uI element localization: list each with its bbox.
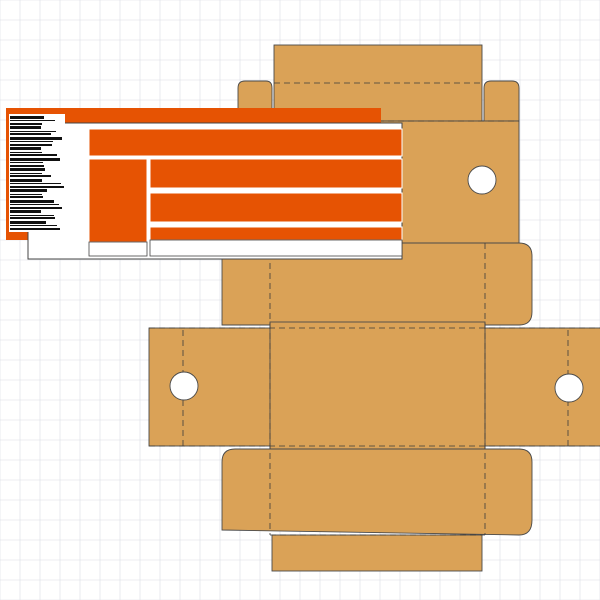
barcode-bar bbox=[10, 217, 55, 219]
barcode-bar bbox=[10, 189, 47, 192]
barcode-bar bbox=[10, 120, 55, 121]
barcode-bar bbox=[10, 210, 41, 213]
barcode-bar bbox=[10, 144, 52, 146]
barcode-bar bbox=[10, 183, 61, 184]
label-field-row-2 bbox=[149, 192, 403, 223]
barcode-bar bbox=[10, 131, 56, 132]
barcode-bar bbox=[10, 152, 42, 153]
barcode-icon bbox=[9, 114, 65, 232]
barcode-bar bbox=[10, 116, 44, 119]
base-panel bbox=[269, 321, 486, 451]
barcode-bar bbox=[10, 215, 54, 216]
barcode-bar bbox=[10, 168, 45, 171]
barcode-bar bbox=[10, 204, 59, 205]
barcode-bar bbox=[10, 225, 57, 226]
barcode-bar bbox=[10, 154, 57, 156]
hole-icon bbox=[467, 165, 497, 195]
barcode-bar bbox=[10, 147, 41, 150]
barcode-bar bbox=[10, 126, 41, 129]
barcode-bar bbox=[10, 165, 44, 167]
shipping-label bbox=[6, 108, 403, 260]
label-field-bottom-left bbox=[88, 241, 148, 257]
label-field-row-3 bbox=[149, 226, 403, 241]
barcode-bar bbox=[10, 141, 53, 142]
hole-icon bbox=[554, 373, 584, 403]
barcode-bar bbox=[10, 200, 54, 203]
bottom-tuck-flap bbox=[271, 534, 483, 572]
barcode-bar bbox=[10, 186, 64, 188]
label-field-left-block bbox=[88, 158, 148, 243]
left-side-panel bbox=[148, 327, 275, 447]
fold-lines bbox=[149, 82, 600, 536]
barcode-bar bbox=[10, 207, 62, 209]
label-field-row-1 bbox=[149, 158, 403, 189]
barcode-bar bbox=[10, 179, 42, 182]
barcode-bar bbox=[10, 162, 43, 163]
barcode-bar bbox=[10, 196, 43, 198]
top-right-ear bbox=[483, 80, 520, 122]
barcode-bar bbox=[10, 194, 42, 195]
barcode-bar bbox=[10, 221, 46, 224]
barcode-bar bbox=[10, 137, 62, 140]
barcode-bar bbox=[10, 133, 51, 135]
barcode-bar bbox=[10, 175, 51, 177]
hole-icon bbox=[169, 371, 199, 401]
barcode-bar bbox=[10, 158, 60, 161]
lower-dust-flap bbox=[221, 448, 533, 536]
label-field-bottom-right bbox=[149, 239, 403, 257]
barcode-bar bbox=[10, 228, 60, 230]
barcode-bar bbox=[10, 173, 42, 174]
label-field-top bbox=[88, 128, 403, 157]
barcode-bar bbox=[10, 123, 42, 125]
